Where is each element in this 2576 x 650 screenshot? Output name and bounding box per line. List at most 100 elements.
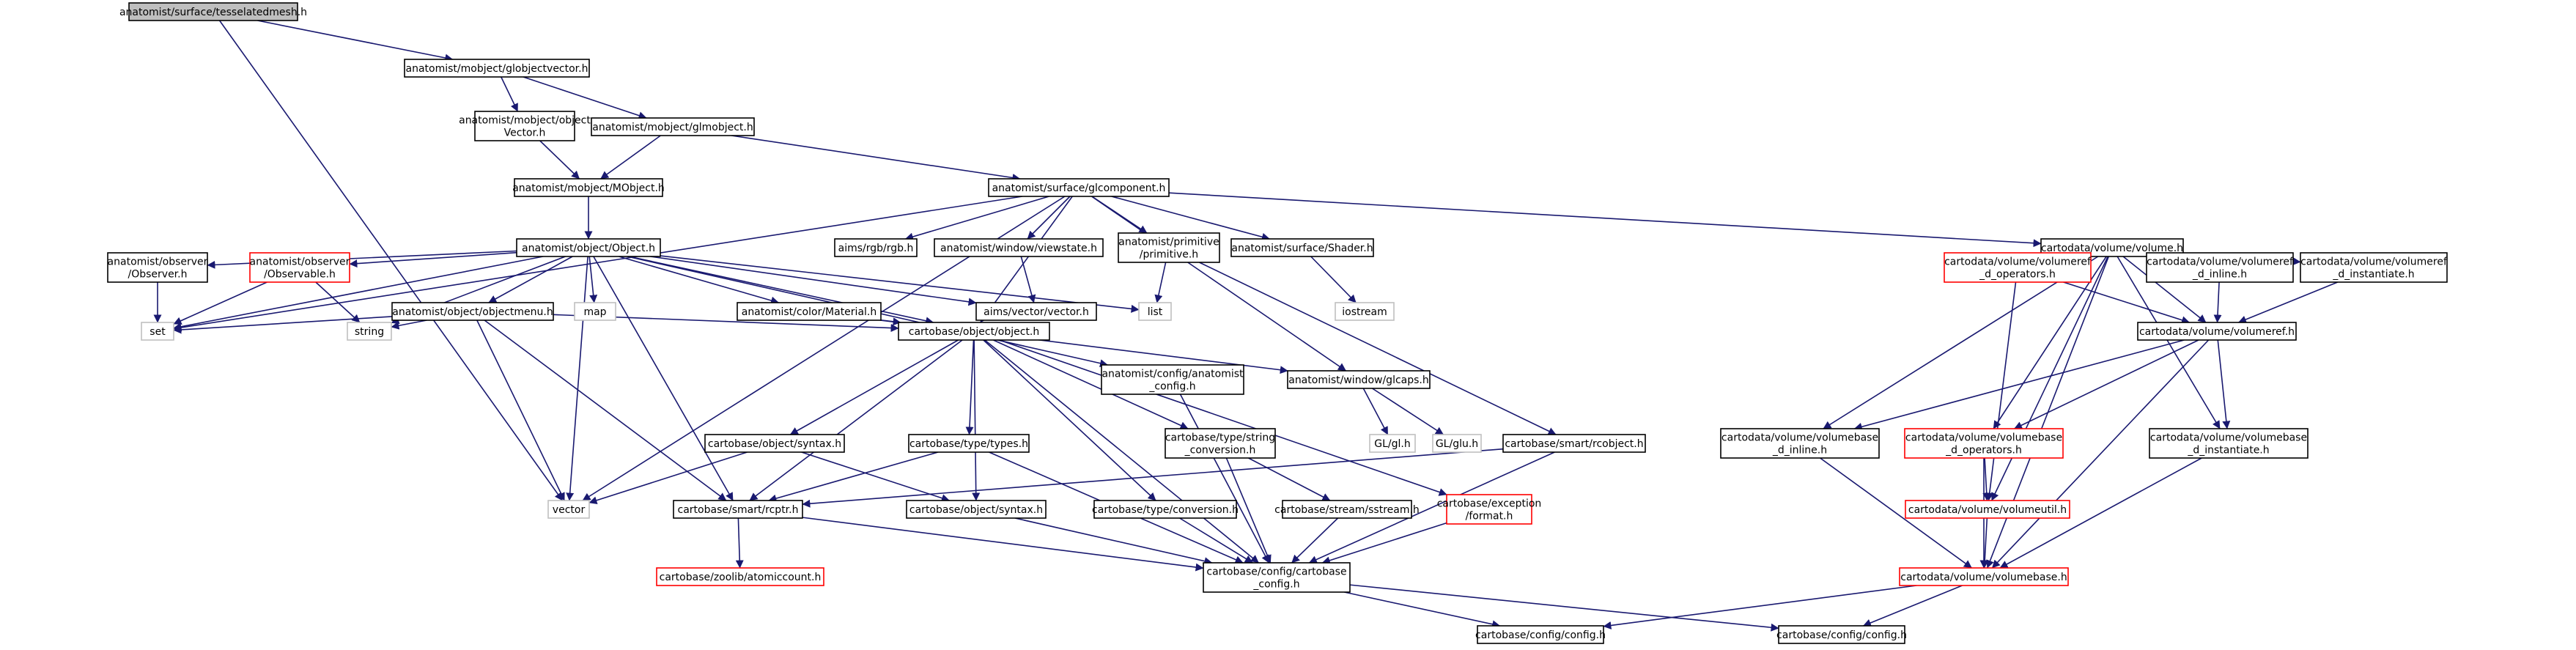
node-vb_ops[interactable]: cartodata/volume/volumebase_d_operators.… (1904, 428, 2064, 459)
edge-aobservable-to-set (173, 281, 267, 325)
node-label: cartobase/type/string (1165, 432, 1275, 444)
node-label: anatomist/window/viewstate.h (940, 243, 1097, 254)
node-label: anatomist/object/Object.h (522, 243, 655, 254)
node-volref_inst[interactable]: cartodata/volume/volumeref_d_instantiate… (2300, 252, 2448, 283)
node-box (834, 238, 918, 257)
node-box (574, 302, 616, 321)
edge-rcptr-to-atomiccount (735, 517, 744, 569)
node-glgl[interactable]: GL/gl.h (1369, 434, 1416, 453)
node-config1[interactable]: cartobase/config/config.h (1475, 625, 1606, 644)
node-glcomponent[interactable]: anatomist/surface/glcomponent.h (988, 178, 1170, 197)
node-box (1899, 567, 2069, 586)
node-iostream[interactable]: iostream (1335, 302, 1395, 321)
edge-aobject-to-objectmenu (488, 256, 573, 303)
node-config2[interactable]: cartobase/config/config.h (1776, 625, 1907, 644)
node-vb_inst[interactable]: cartodata/volume/volumebase_d_instantiat… (2149, 428, 2309, 459)
node-label: cartobase/object/syntax.h (708, 438, 841, 450)
node-atomiccount[interactable]: cartobase/zoolib/atomiccount.h (656, 567, 824, 586)
node-label: cartobase/config/config.h (1776, 629, 1907, 641)
node-box (656, 567, 824, 586)
node-box (1778, 625, 1905, 644)
edge-rcobject-to-rcptr (802, 448, 1504, 508)
node-conversion[interactable]: cartobase/type/conversion.h (1092, 500, 1239, 519)
node-map[interactable]: map (574, 302, 616, 321)
node-rcptr[interactable]: cartobase/smart/rcptr.h (673, 500, 803, 519)
node-tesselatedmesh[interactable]: anatomist/surface/tesselatedmesh.h (119, 2, 307, 21)
edge-rcobject-to-cartoconfig (1308, 451, 1555, 564)
node-sstream[interactable]: cartobase/stream/sstream.h (1274, 500, 1420, 519)
node-types[interactable]: cartobase/type/types.h (908, 434, 1030, 453)
node-label: anatomist/mobject/MObject.h (512, 182, 665, 194)
node-volumeutil[interactable]: cartodata/volume/volumeutil.h (1905, 500, 2070, 519)
node-avector[interactable]: aims/vector/vector.h (975, 302, 1097, 321)
node-label: vector (553, 504, 586, 516)
node-string[interactable]: string (347, 322, 392, 341)
node-shader[interactable]: anatomist/surface/Shader.h (1230, 238, 1374, 257)
node-box (737, 302, 882, 321)
node-box (547, 500, 590, 519)
node-objectmenu[interactable]: anatomist/object/objectmenu.h (391, 302, 554, 321)
node-label: _d_operators.h (1979, 269, 2056, 281)
node-label: cartodata/volume/volumeref (2300, 256, 2448, 268)
node-glmobject[interactable]: anatomist/mobject/glmobject.h (591, 117, 755, 136)
node-label: anatomist/config/anatomist (1101, 369, 1244, 380)
node-label: cartodata/volume/volumeref.h (2139, 326, 2295, 338)
edge-volume-to-vb_ops (1993, 256, 2107, 429)
node-label: anatomist/mobject/object (459, 115, 591, 127)
node-viewstate[interactable]: anatomist/window/viewstate.h (934, 238, 1104, 257)
node-volumeref[interactable]: cartodata/volume/volumeref.h (2137, 322, 2297, 341)
node-glglu[interactable]: GL/glu.h (1432, 434, 1482, 453)
node-format[interactable]: cartobase/exception/format.h (1437, 494, 1542, 525)
node-set[interactable]: set (141, 322, 174, 341)
edge-volumebase-to-config2 (1862, 585, 1963, 627)
node-rcobject[interactable]: cartobase/smart/rcobject.h (1502, 434, 1646, 453)
node-box (141, 322, 174, 341)
node-box (1477, 625, 1604, 644)
edge-rcptr-to-cartoconfig (802, 517, 1204, 572)
node-box (988, 178, 1170, 197)
node-label: Vector.h (504, 128, 546, 139)
node-glcaps[interactable]: anatomist/window/glcaps.h (1287, 370, 1431, 389)
node-aobserver[interactable]: anatomist/observer/Observer.h (107, 252, 208, 283)
node-label: _d_inline.h (2192, 269, 2247, 281)
node-list[interactable]: list (1138, 302, 1172, 321)
edge-primitive-to-list (1154, 262, 1167, 303)
node-label: cartodata/volume/volumeref (1944, 256, 2092, 268)
node-box (2146, 252, 2294, 283)
edge-aobject-to-set (173, 256, 544, 331)
node-box (391, 302, 554, 321)
node-rgb[interactable]: aims/rgb/rgb.h (834, 238, 918, 257)
edge-glcaps-to-glgl (1362, 388, 1389, 435)
edge-cobject-to-format (999, 339, 1447, 496)
node-label: GL/glu.h (1436, 438, 1478, 450)
node-aobject[interactable]: anatomist/object/Object.h (516, 238, 661, 257)
node-osyntax[interactable]: cartobase/object/syntax.h (704, 434, 845, 453)
node-strconv[interactable]: cartobase/type/string_conversion.h (1165, 428, 1276, 459)
node-syntax2[interactable]: cartobase/object/syntax.h (906, 500, 1047, 519)
node-volref_inline[interactable]: cartodata/volume/volumeref_d_inline.h (2146, 252, 2294, 283)
node-mobject[interactable]: anatomist/mobject/MObject.h (512, 178, 665, 197)
node-label: cartodata/volume/volume.h (2041, 243, 2183, 254)
node-vb_inline[interactable]: cartodata/volume/volumebase_d_inline.h (1720, 428, 1880, 459)
edge-aobject-to-cobject (629, 256, 934, 325)
edge-vb_inline-to-volumebase (1820, 457, 1972, 569)
node-globjectvector[interactable]: anatomist/mobject/globjectvector.h (404, 59, 590, 78)
node-volumebase[interactable]: cartodata/volume/volumebase.h (1899, 567, 2069, 586)
node-cartoconfig[interactable]: cartobase/config/cartobase_config.h (1203, 562, 1351, 593)
node-material[interactable]: anatomist/color/Material.h (737, 302, 882, 321)
node-box (249, 252, 350, 283)
node-vector[interactable]: vector (547, 500, 590, 519)
node-aobservable[interactable]: anatomist/observer/Observable.h (249, 252, 350, 283)
edge-osyntax-to-vector (588, 451, 748, 505)
node-label: anatomist/primitive (1118, 237, 1219, 248)
node-box (908, 434, 1030, 453)
node-cobject[interactable]: cartobase/object/object.h (898, 322, 1050, 341)
edge-volume-to-volumeutil (1990, 256, 2109, 501)
edge-glmobject-to-glcomponent (731, 135, 1021, 182)
node-volref_ops[interactable]: cartodata/volume/volumeref_d_operators.h (1944, 252, 2092, 283)
node-box (1287, 370, 1431, 389)
node-label: cartobase/config/cartobase (1206, 566, 1346, 578)
node-anaconfig[interactable]: anatomist/config/anatomist_config.h (1101, 364, 1244, 395)
node-primitive[interactable]: anatomist/primitive/primitive.h (1118, 232, 1220, 263)
